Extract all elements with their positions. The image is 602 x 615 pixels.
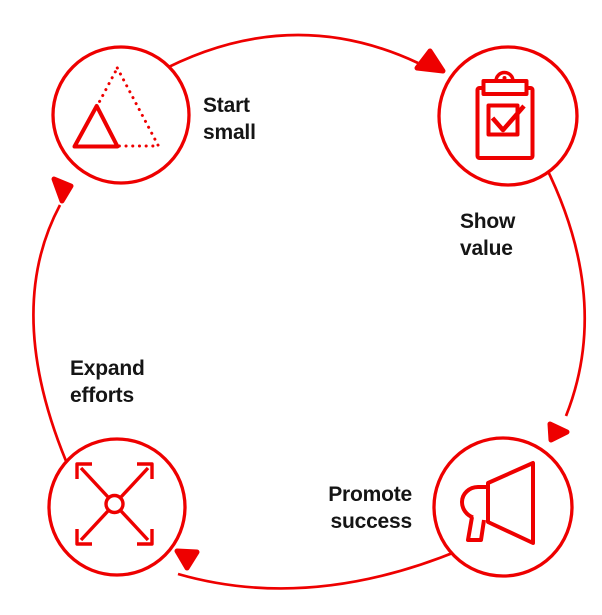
- expand-diagonals: [79, 466, 150, 542]
- label-line: Show: [460, 210, 516, 233]
- arc-promote-success-to-expand-efforts: [177, 548, 461, 590]
- node-circle-show-value: [437, 45, 579, 187]
- expand-arrows-icon: [75, 462, 154, 546]
- label-line: efforts: [70, 384, 134, 407]
- clipboard-checklist-icon: [475, 70, 535, 160]
- node-label-start-small: Start small: [203, 92, 256, 146]
- node-label-expand-efforts: Expand efforts: [70, 355, 145, 409]
- megaphone-handle: [466, 516, 486, 542]
- label-line: Expand: [70, 357, 145, 380]
- megaphone-icon: [460, 461, 535, 545]
- label-line: Start: [203, 94, 250, 117]
- node-start-small: [51, 45, 191, 185]
- arrowhead-into-start-small: [51, 176, 74, 204]
- node-circle-start-small: [51, 45, 191, 185]
- checkbox-square: [486, 103, 520, 137]
- arc-show-value-to-promote-success: [543, 164, 587, 417]
- label-line: success: [330, 510, 412, 533]
- node-label-show-value: Show value: [460, 208, 515, 262]
- node-label-promote-success: Promote success: [328, 481, 412, 535]
- expand-corner-top-right: [137, 462, 154, 479]
- clipboard-clip-bar: [481, 79, 529, 96]
- clipboard-clip-handle: [494, 70, 515, 82]
- expand-corner-bottom-left: [75, 529, 92, 546]
- checkmark: [490, 104, 526, 133]
- cycle-arrowheads: [51, 48, 570, 571]
- expand-corner-top-left: [75, 462, 92, 479]
- arc-start-small-to-show-value: [154, 33, 419, 76]
- megaphone-horn: [486, 461, 535, 545]
- arrowhead-into-promote-success: [547, 421, 570, 443]
- arc-expand-efforts-to-start-small: [32, 204, 68, 462]
- node-promote-success: [432, 436, 574, 578]
- expand-center-ring: [104, 493, 125, 515]
- cycle-connectors: [32, 33, 587, 590]
- node-expand-efforts: [47, 437, 187, 577]
- arrowhead-into-expand-efforts: [174, 548, 200, 571]
- expand-corner-bottom-right: [137, 529, 154, 546]
- arrowhead-into-show-value: [414, 48, 446, 74]
- label-line: Promote: [328, 483, 412, 506]
- solid-triangle: [72, 104, 120, 149]
- node-circle-promote-success: [432, 436, 574, 578]
- dotted-triangle-growth-icon: [72, 66, 160, 149]
- clipboard-clip-button: [502, 76, 507, 80]
- node-show-value: [437, 45, 579, 187]
- label-line: value: [460, 237, 513, 260]
- label-line: small: [203, 121, 256, 144]
- megaphone-back: [460, 485, 488, 520]
